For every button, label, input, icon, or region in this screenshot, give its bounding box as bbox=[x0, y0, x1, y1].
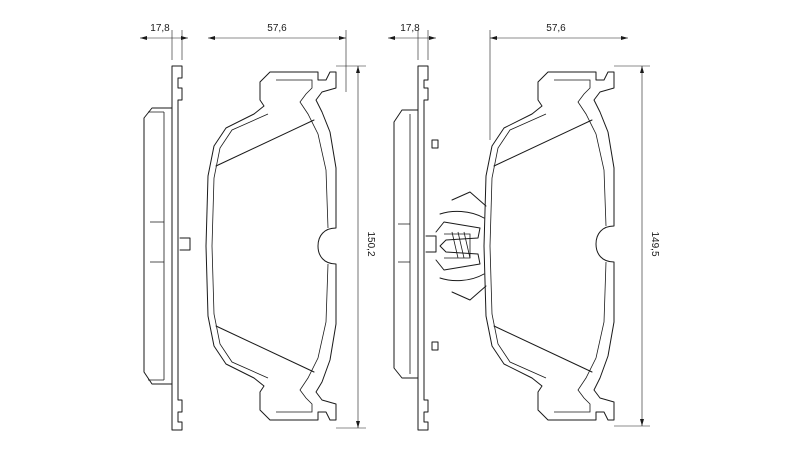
pad2-retaining-spring bbox=[435, 191, 487, 301]
dim-pad2-height: 149,5 bbox=[649, 231, 660, 256]
pad1-dimensions bbox=[140, 30, 366, 429]
pad1-side-profile bbox=[143, 65, 191, 431]
dim-pad2-width: 57,6 bbox=[546, 23, 566, 34]
pad2-dimensions bbox=[388, 30, 650, 427]
dim-pad1-width: 57,6 bbox=[267, 23, 287, 34]
dim-pad1-height: 150,2 bbox=[365, 231, 376, 256]
pad1-face-view bbox=[205, 71, 337, 421]
pad2-face-view bbox=[483, 71, 615, 421]
dim-pad1-backing-thickness: 17,8 bbox=[150, 23, 170, 34]
pad2-side-profile bbox=[393, 65, 439, 431]
dim-pad2-backing-thickness: 17,8 bbox=[400, 23, 420, 34]
